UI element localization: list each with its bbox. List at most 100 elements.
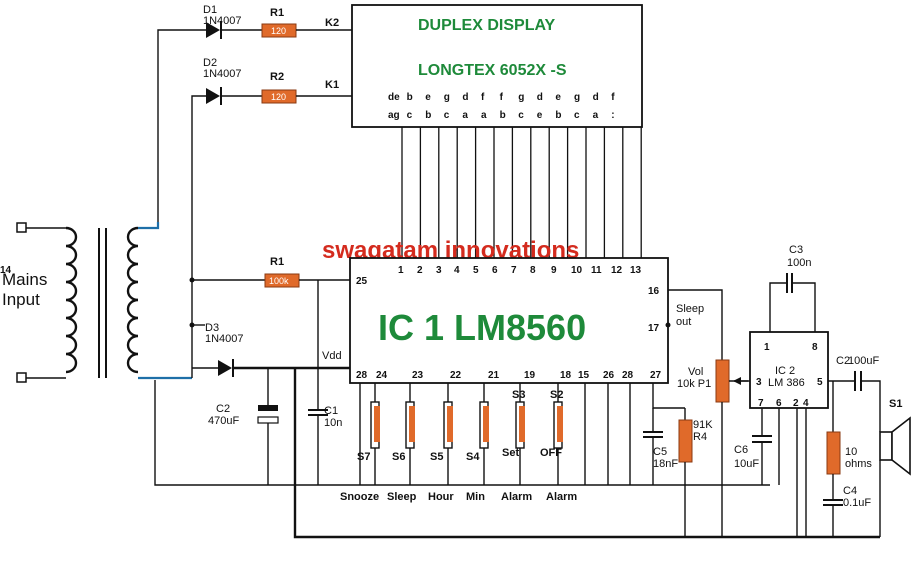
switch-label: Sleep [387,491,417,503]
ic1-label: IC 1 LM8560 [378,307,586,348]
d2-name: D2 [203,57,217,69]
ic1-top-pin: 25 [356,276,368,287]
mains-label-2: Input [2,290,40,309]
ic1-top-pin: 5 [473,265,479,276]
segment-label-top: f [500,92,504,103]
ic1-bottom-pin: 21 [488,370,500,381]
segment-label-top: b [407,92,413,103]
speaker-icon [879,416,911,476]
capacitor-c3 [769,273,816,332]
segment-label-bottom: a [593,110,599,121]
segment-label-top: f [611,92,615,103]
c3-name: C3 [789,244,803,256]
vdd-label: Vdd [322,350,342,362]
c1-name: C1 [324,405,338,417]
push-switch-button[interactable] [519,406,525,442]
spk-r-unit: ohms [845,458,872,470]
c5-r4-network [643,383,693,537]
switch-label: Alarm [546,491,577,503]
vol-value: 10k P1 [677,378,711,390]
switch-group: S7SnoozeS6SleepS5HourS4MinS3SetAlarmS2OF… [340,383,577,503]
display-title-2: LONGTEX 6052X -S [418,62,567,79]
switch-label: Snooze [340,491,379,503]
c4-value: 0.1uF [843,497,871,509]
push-switch-button[interactable] [557,406,563,442]
segment-label-bottom: b [500,110,506,121]
segment-label-top: f [481,92,485,103]
ic1-lm8560 [349,257,669,384]
ic1-top-pin: 1 [398,265,404,276]
r1-top-name: R1 [270,7,284,19]
push-switch-button[interactable] [374,406,380,442]
push-switch-button[interactable] [483,406,489,442]
diode-d3 [192,359,350,377]
c3-value: 100n [787,257,811,269]
d1-name: D1 [203,4,217,16]
ic1-top-pin: 3 [436,265,442,276]
push-switch-button[interactable] [409,406,415,442]
r4-name: R4 [693,431,707,443]
mains-terminal-top [16,222,27,233]
segment-label-top: g [444,92,450,103]
ic2-pin-1: 1 [764,342,770,353]
display-bus-wires [401,127,642,258]
output-stage [823,371,881,537]
r1-mid-name: R1 [270,256,284,268]
segment-label-bottom: c [444,110,450,121]
ic1-bottom-pin: 22 [450,370,462,381]
segment-label-bottom: ag [388,110,400,121]
switch-name: S2 [550,389,563,401]
ic1-top-pin: 7 [511,265,517,276]
switch-label: Alarm [501,491,532,503]
r1-mid-value: 100k [269,276,289,286]
mains-label-1: Mains [2,270,47,289]
segment-label-top: d [462,92,468,103]
resistor-r1-100k [264,273,350,288]
ic1-pin-17: 17 [648,323,660,334]
c2b-value: 100uF [848,355,879,367]
push-switch-button[interactable] [447,406,453,442]
spk-r-value: 10 [845,446,857,458]
ic1-pin-16: 16 [648,286,660,297]
duplex-display [351,4,643,128]
segment-label-bottom: e [537,110,543,121]
transformer [16,222,192,383]
ic2-pin-7: 7 [758,398,764,409]
display-title-1: DUPLEX DISPLAY [418,17,556,34]
segment-label-bottom: b [555,110,561,121]
switch-name: S4 [466,451,480,463]
ic2-pin-6: 6 [776,398,782,409]
switch-name: S3 [512,389,525,401]
resistor-r1-top [261,23,352,38]
d3-part: 1N4007 [205,333,244,345]
ic2-pin-2: 2 [793,398,799,409]
switch-label: Hour [428,491,454,503]
vol-name: Vol [688,366,703,378]
segment-label-bottom: b [425,110,431,121]
d3-name: D3 [205,322,219,334]
r4-value: 91K [693,419,713,431]
ic1-bottom-pin: 15 [578,370,590,381]
segment-label-top: g [574,92,580,103]
switch-label: Min [466,491,485,503]
c5-value: 18nF [653,458,678,470]
ic2-part: LM 386 [768,377,805,389]
resistor-r2 [261,89,352,104]
segment-label-bottom: a [462,110,468,121]
c1-value: 10n [324,417,342,429]
ic1-top-pin: 10 [571,265,583,276]
c4-name: C4 [843,485,857,497]
ic1-bottom-pin: 26 [603,370,615,381]
diode-d1 [206,21,262,39]
segment-label-bottom: c [574,110,580,121]
capacitor-c2 [257,368,279,485]
capacitor-c6 [752,435,772,485]
ic1-top-pin: 13 [630,265,642,276]
c5-name: C5 [653,446,667,458]
k2-label: K2 [325,17,339,29]
r2-name: R2 [270,71,284,83]
ic1-top-pin: 12 [611,265,623,276]
